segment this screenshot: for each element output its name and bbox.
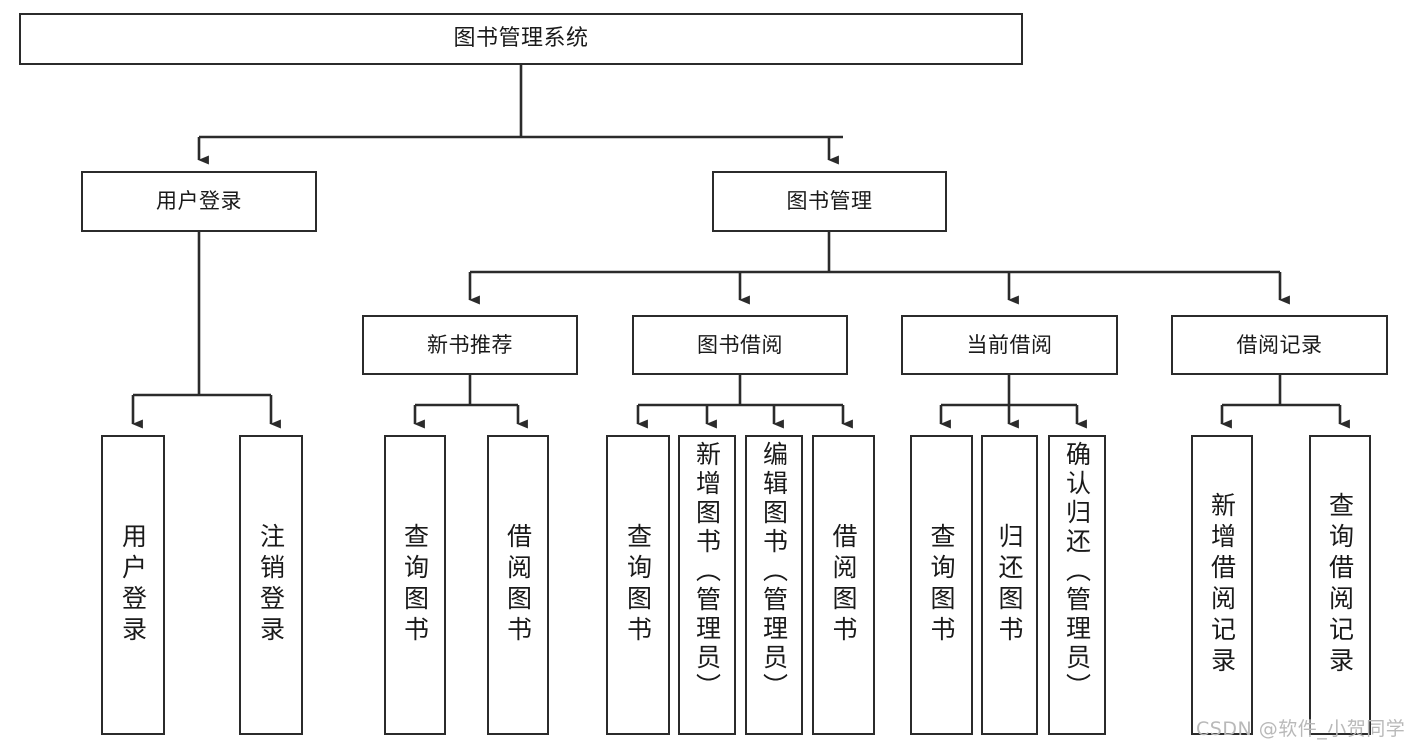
node-leaf-borrow-book-1[interactable]: 借阅图书	[487, 435, 549, 735]
node-leaf-confirm-return-label: 确认归还（管理员）	[1062, 441, 1092, 702]
node-leaf-query-book-2[interactable]: 查询图书	[606, 435, 670, 735]
node-leaf-query-record[interactable]: 查询借阅记录	[1309, 435, 1371, 735]
node-current-borrow[interactable]: 当前借阅	[901, 315, 1118, 375]
node-leaf-confirm-return[interactable]: 确认归还（管理员）	[1048, 435, 1106, 735]
node-leaf-logout-login[interactable]: 注销登录	[239, 435, 303, 735]
node-leaf-query-book-2-label: 查询图书	[623, 523, 653, 647]
node-leaf-edit-book-label: 编辑图书（管理员）	[759, 441, 789, 702]
node-leaf-add-record[interactable]: 新增借阅记录	[1191, 435, 1253, 735]
node-leaf-query-book-3-label: 查询图书	[927, 523, 956, 647]
node-leaf-add-book-label: 新增图书（管理员）	[692, 441, 722, 702]
node-new-book-recommend[interactable]: 新书推荐	[362, 315, 578, 375]
node-borrow-record-label: 借阅记录	[1236, 332, 1323, 357]
node-book-management-label: 图书管理	[786, 189, 873, 214]
node-leaf-add-record-label: 新增借阅记录	[1207, 492, 1237, 678]
node-book-borrow[interactable]: 图书借阅	[632, 315, 848, 375]
node-leaf-return-book[interactable]: 归还图书	[981, 435, 1038, 735]
node-new-book-recommend-label: 新书推荐	[427, 332, 513, 357]
node-leaf-logout-login-label: 注销登录	[256, 523, 286, 647]
node-leaf-edit-book[interactable]: 编辑图书（管理员）	[745, 435, 803, 735]
node-leaf-query-book-1[interactable]: 查询图书	[384, 435, 446, 735]
csdn-watermark: CSDN @软件_小贺同学	[1196, 718, 1405, 740]
node-book-management[interactable]: 图书管理	[712, 171, 947, 232]
node-leaf-add-book[interactable]: 新增图书（管理员）	[678, 435, 736, 735]
node-book-borrow-label: 图书借阅	[697, 332, 783, 357]
node-leaf-return-book-label: 归还图书	[995, 523, 1024, 647]
node-leaf-borrow-book-2-label: 借阅图书	[829, 523, 858, 647]
node-leaf-query-record-label: 查询借阅记录	[1325, 492, 1355, 678]
node-leaf-user-login-label: 用户登录	[118, 523, 148, 647]
node-root[interactable]: 图书管理系统	[19, 13, 1023, 65]
node-leaf-borrow-book-1-label: 借阅图书	[503, 523, 533, 647]
node-leaf-user-login[interactable]: 用户登录	[101, 435, 165, 735]
node-current-borrow-label: 当前借阅	[966, 332, 1053, 357]
node-leaf-borrow-book-2[interactable]: 借阅图书	[812, 435, 875, 735]
node-leaf-query-book-3[interactable]: 查询图书	[910, 435, 973, 735]
node-leaf-query-book-1-label: 查询图书	[400, 523, 430, 647]
node-user-login-label: 用户登录	[156, 189, 242, 214]
node-root-label: 图书管理系统	[453, 26, 589, 52]
node-borrow-record[interactable]: 借阅记录	[1171, 315, 1388, 375]
node-user-login[interactable]: 用户登录	[81, 171, 317, 232]
